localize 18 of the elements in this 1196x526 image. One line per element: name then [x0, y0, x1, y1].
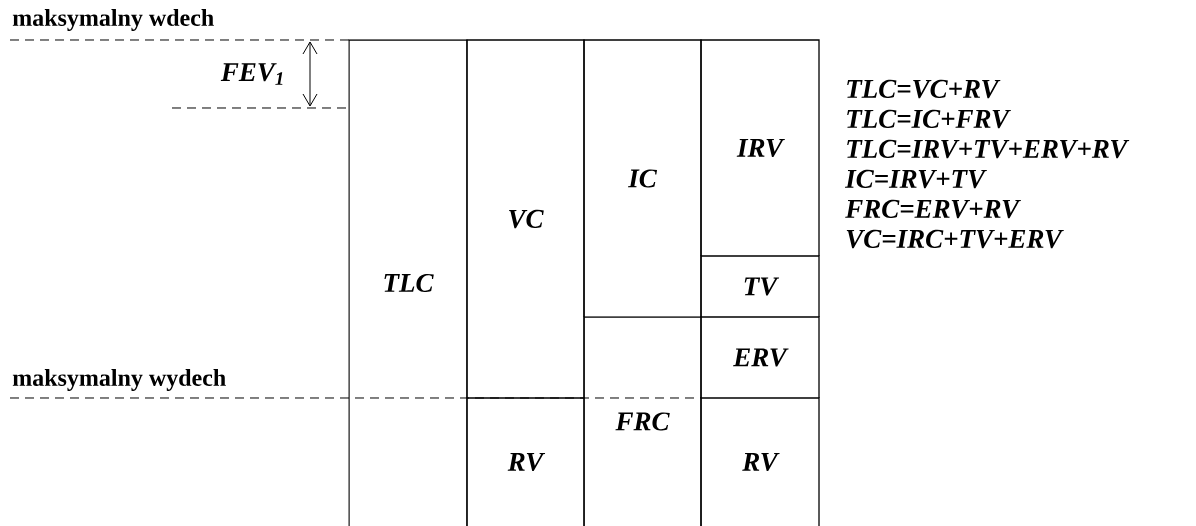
volume-box: ERV	[700, 316, 820, 399]
equation: TLC=IC+FRV	[847, 109, 1011, 129]
volume-box: TV	[700, 255, 820, 318]
equation: VC=IRC+TV+ERV	[846, 229, 1064, 249]
axis-label: maksymalny wdech	[12, 9, 214, 31]
axis-label: maksymalny wydech	[12, 369, 226, 391]
volume-box: IRV	[700, 39, 820, 257]
dimension-label: FEV$_{1}$	[220, 63, 283, 85]
equation: TLC=VC+RV	[847, 79, 1001, 99]
volume-box: RV	[700, 397, 820, 526]
equation: TLC=IRV+TV+ERV+RV	[847, 139, 1130, 159]
volume-box: TLC	[348, 39, 468, 526]
volume-box: FRC	[583, 316, 702, 526]
equation: FRC=ERV+RV	[845, 199, 1021, 219]
equation: IC=IRV+TV	[844, 169, 987, 189]
volume-box: IC	[583, 39, 702, 318]
volume-box: RV	[466, 397, 585, 526]
volume-box: VC	[466, 39, 585, 399]
